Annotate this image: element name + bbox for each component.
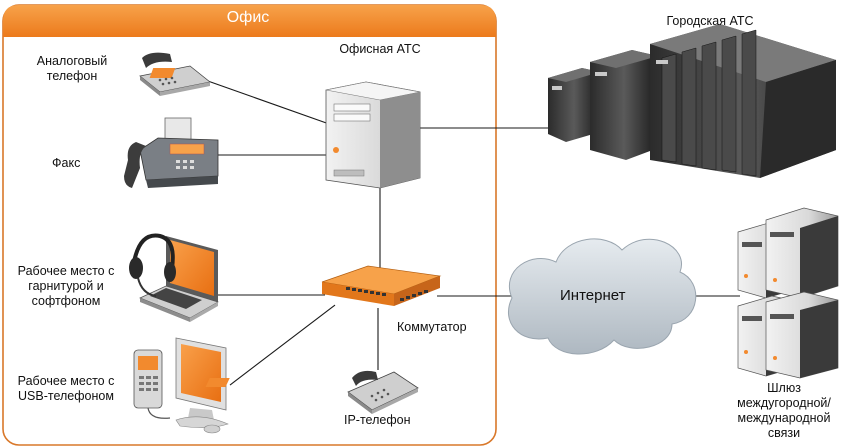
label-gateway-line2: междугородной/	[737, 396, 831, 410]
label-gateway-line3: международной	[737, 411, 831, 425]
label-workstation-headset: Рабочее место с гарнитурой и софтфоном	[8, 264, 124, 309]
ip-phone-icon	[205, 370, 419, 414]
internet-cloud-icon	[507, 238, 697, 355]
office-title: Офис	[226, 9, 270, 26]
label-workstation-headset-line3: софтфоном	[31, 294, 101, 308]
label-internet: Интернет	[560, 287, 626, 304]
label-switch: Коммутатор	[397, 320, 467, 334]
label-workstation-headset-line1: Рабочее место с	[17, 264, 115, 278]
label-gateway: Шлюз междугородной/ международной связи	[726, 381, 842, 441]
desktop-usb-phone-icon	[133, 337, 229, 434]
office-header-bar	[3, 5, 496, 37]
label-gateway-line1: Шлюз	[767, 381, 801, 395]
label-city-pbx: Городская АТС	[666, 14, 754, 28]
label-workstation-usb: Рабочее место с USB-телефоном	[8, 374, 124, 404]
fax-icon	[124, 117, 219, 188]
label-office-pbx: Офисная АТС	[339, 42, 421, 56]
label-gateway-line4: связи	[767, 426, 801, 440]
label-analog-phone: Аналоговый телефон	[22, 54, 122, 84]
label-ip-phone: IP-телефон	[344, 413, 411, 427]
label-analog-phone-line2: телефон	[46, 69, 98, 83]
office-pbx-server-icon	[325, 81, 421, 189]
gateway-servers-icon	[737, 207, 839, 379]
analog-phone-icon	[139, 52, 211, 96]
link-desktop-switch	[229, 304, 336, 386]
label-workstation-usb-line2: USB-телефоном	[18, 389, 114, 403]
link-analog-phone-pbx	[204, 79, 333, 126]
label-workstation-headset-line2: гарнитурой и	[28, 279, 104, 293]
laptop-headset-icon	[129, 233, 219, 322]
city-pbx-rack-icon	[548, 24, 836, 178]
label-analog-phone-line1: Аналоговый	[36, 54, 108, 68]
network-switch-icon	[321, 265, 442, 306]
label-workstation-usb-line1: Рабочее место с	[17, 374, 115, 388]
label-fax: Факс	[52, 156, 81, 170]
